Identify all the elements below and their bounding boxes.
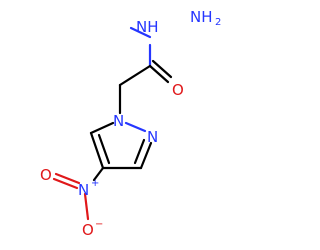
bond-carbonyl-ch2 bbox=[118, 64, 152, 87]
atom-nitro-o-minus-main: O bbox=[82, 221, 94, 239]
atom-nitro-n-main: N bbox=[78, 181, 89, 199]
atom-nh2-main: NH bbox=[190, 8, 213, 26]
bond-c4-nitro bbox=[92, 166, 105, 182]
atom-labels: NH NH 2 O N N N + O − O bbox=[40, 8, 221, 239]
atom-carbonyl-o: O bbox=[172, 81, 184, 99]
bond-n2-c3-b bbox=[133, 138, 146, 165]
atom-pyrazole-n2: N bbox=[147, 128, 158, 146]
atom-nitro-o: O bbox=[40, 166, 52, 184]
bond-carbonyl-o-a bbox=[148, 64, 170, 84]
atom-nh2-subscript: 2 bbox=[215, 17, 221, 28]
bond-c4-c5-a bbox=[89, 131, 105, 170]
bond-c5-n1 bbox=[89, 121, 115, 135]
bond-carbonyl-o-b bbox=[151, 59, 173, 79]
bond-nitro-ominus bbox=[83, 192, 90, 221]
atom-nitro-n: N + bbox=[78, 178, 99, 199]
bond-nh2-nh bbox=[129, 26, 152, 39]
atom-nh: NH bbox=[136, 18, 159, 36]
atom-pyrazole-n1: N bbox=[113, 112, 124, 130]
bond-nitro-o-a bbox=[54, 172, 81, 185]
atom-nitro-o-minus: O − bbox=[82, 219, 103, 239]
atom-nh2: NH 2 bbox=[190, 8, 221, 28]
bond-n2-c3-a bbox=[139, 141, 153, 170]
bond-nitro-o-b bbox=[52, 177, 79, 190]
atom-nitro-n-charge: + bbox=[91, 178, 99, 189]
molecule-structure: NH NH 2 O N N N + O − O bbox=[40, 8, 221, 239]
bond-c4-c5-b bbox=[97, 133, 111, 165]
bonds bbox=[52, 26, 173, 221]
atom-nitro-o-minus-charge: − bbox=[95, 219, 103, 230]
bond-n1-n2 bbox=[124, 121, 147, 133]
